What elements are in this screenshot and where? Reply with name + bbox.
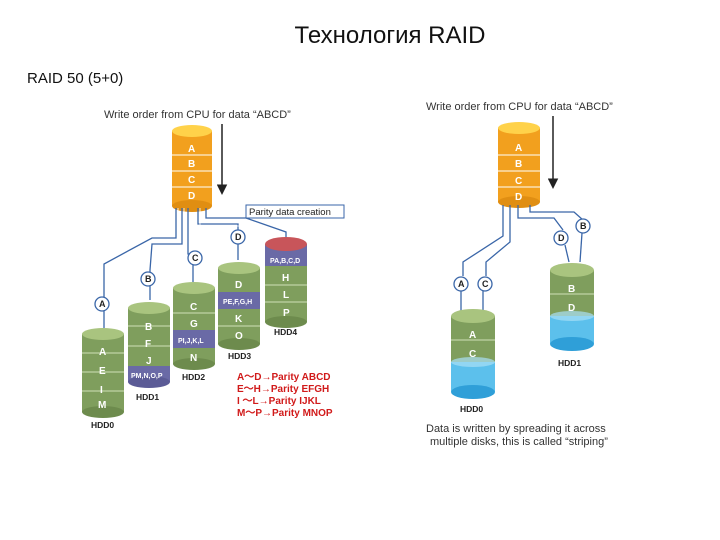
svg-text:A: A [99, 347, 106, 358]
left-cpu-block-c: C [188, 175, 195, 186]
svg-text:B: B [580, 221, 587, 231]
left-callout-a: A [94, 296, 110, 312]
slide-title: Технология RAID [294, 22, 486, 49]
left-hdd2: C G PI,J,K,L N [173, 282, 215, 370]
left-callout-d: D [230, 229, 246, 245]
left-hdd3: D PE,F,G,H K O [218, 262, 260, 350]
right-callout-d: D [553, 230, 569, 246]
svg-text:PI,J,K,L: PI,J,K,L [178, 338, 204, 345]
right-cpu-stack: A B C D [498, 122, 540, 208]
legend-line-2: E～H→Parity EFGH [237, 384, 329, 395]
svg-text:A: A [458, 279, 465, 289]
svg-text:N: N [190, 353, 197, 364]
svg-text:I: I [100, 385, 103, 396]
right-callout-c: C [477, 276, 493, 292]
legend-line-3: I ～L→Parity IJKL [237, 396, 321, 407]
hdd3-label: HDD3 [228, 351, 251, 361]
legend-line-1: A～D→Parity ABCD [237, 372, 331, 383]
svg-text:A: A [515, 143, 522, 154]
svg-text:G: G [190, 319, 198, 330]
striping-note-line-1: Data is written by spreading it across [426, 423, 606, 435]
svg-text:C: C [482, 279, 489, 289]
parity-legend: A～D→Parity ABCD E～H→Parity EFGH I ～L→Par… [237, 372, 333, 419]
left-callout-b: B [140, 271, 156, 287]
svg-text:D: D [515, 192, 522, 203]
left-hdd4: PA,B,C,D H L P [265, 237, 307, 328]
hdd1-label: HDD1 [136, 392, 159, 402]
svg-text:P: P [283, 308, 290, 319]
svg-text:D: D [235, 280, 242, 291]
right-hdd1: B D [550, 263, 594, 351]
hdd0-label: HDD0 [91, 420, 114, 430]
svg-text:C: C [515, 176, 522, 187]
svg-text:L: L [283, 290, 289, 301]
svg-text:O: O [235, 331, 243, 342]
svg-text:B: B [515, 159, 522, 170]
right-callout-b: B [575, 218, 591, 234]
svg-text:PA,B,C,D: PA,B,C,D [270, 258, 300, 265]
parity-creation-label: Parity data creation [249, 207, 331, 218]
left-cpu-block-a: A [188, 144, 195, 155]
striping-note-line-2: multiple disks, this is called “striping… [430, 436, 608, 448]
right-hdd0-label: HDD0 [460, 404, 483, 414]
svg-text:F: F [145, 339, 151, 350]
svg-text:A: A [99, 299, 106, 309]
left-caption: Write order from CPU for data “ABCD” [104, 109, 291, 121]
slide-subtitle: RAID 50 (5+0) [27, 70, 124, 87]
left-hdd0: A E I M [82, 328, 124, 418]
svg-text:PE,F,G,H: PE,F,G,H [223, 299, 252, 306]
svg-text:D: D [568, 303, 575, 314]
svg-text:D: D [235, 232, 242, 242]
svg-text:J: J [146, 356, 152, 367]
svg-text:M: M [98, 400, 106, 411]
svg-text:C: C [469, 349, 476, 360]
svg-text:B: B [145, 274, 152, 284]
svg-text:B: B [145, 322, 152, 333]
parity-creation-box [245, 204, 345, 219]
svg-text:B: B [568, 284, 575, 295]
svg-text:PM,N,O,P: PM,N,O,P [131, 373, 163, 380]
right-caption: Write order from CPU for data “ABCD” [426, 101, 613, 113]
svg-text:K: K [235, 314, 243, 325]
right-connector-lines [460, 205, 584, 312]
svg-text:E: E [99, 366, 106, 377]
legend-line-4: M～P→Parity MNOP [237, 408, 333, 419]
left-cpu-block-b: B [188, 159, 195, 170]
svg-text:C: C [192, 253, 199, 263]
left-callout-c: C [187, 250, 203, 266]
right-hdd0: A C [451, 309, 495, 399]
left-cpu-block-d: D [188, 191, 195, 202]
svg-text:C: C [190, 302, 197, 313]
left-cpu-stack: A B C D [172, 125, 212, 212]
right-callout-a: A [453, 276, 469, 292]
svg-text:H: H [282, 273, 289, 284]
left-hdd1: B F J PM,N,O,P [128, 302, 170, 388]
svg-text:A: A [469, 330, 476, 341]
hdd2-label: HDD2 [182, 372, 205, 382]
svg-text:D: D [558, 233, 565, 243]
hdd4-label: HDD4 [274, 327, 297, 337]
right-hdd1-label: HDD1 [558, 358, 581, 368]
